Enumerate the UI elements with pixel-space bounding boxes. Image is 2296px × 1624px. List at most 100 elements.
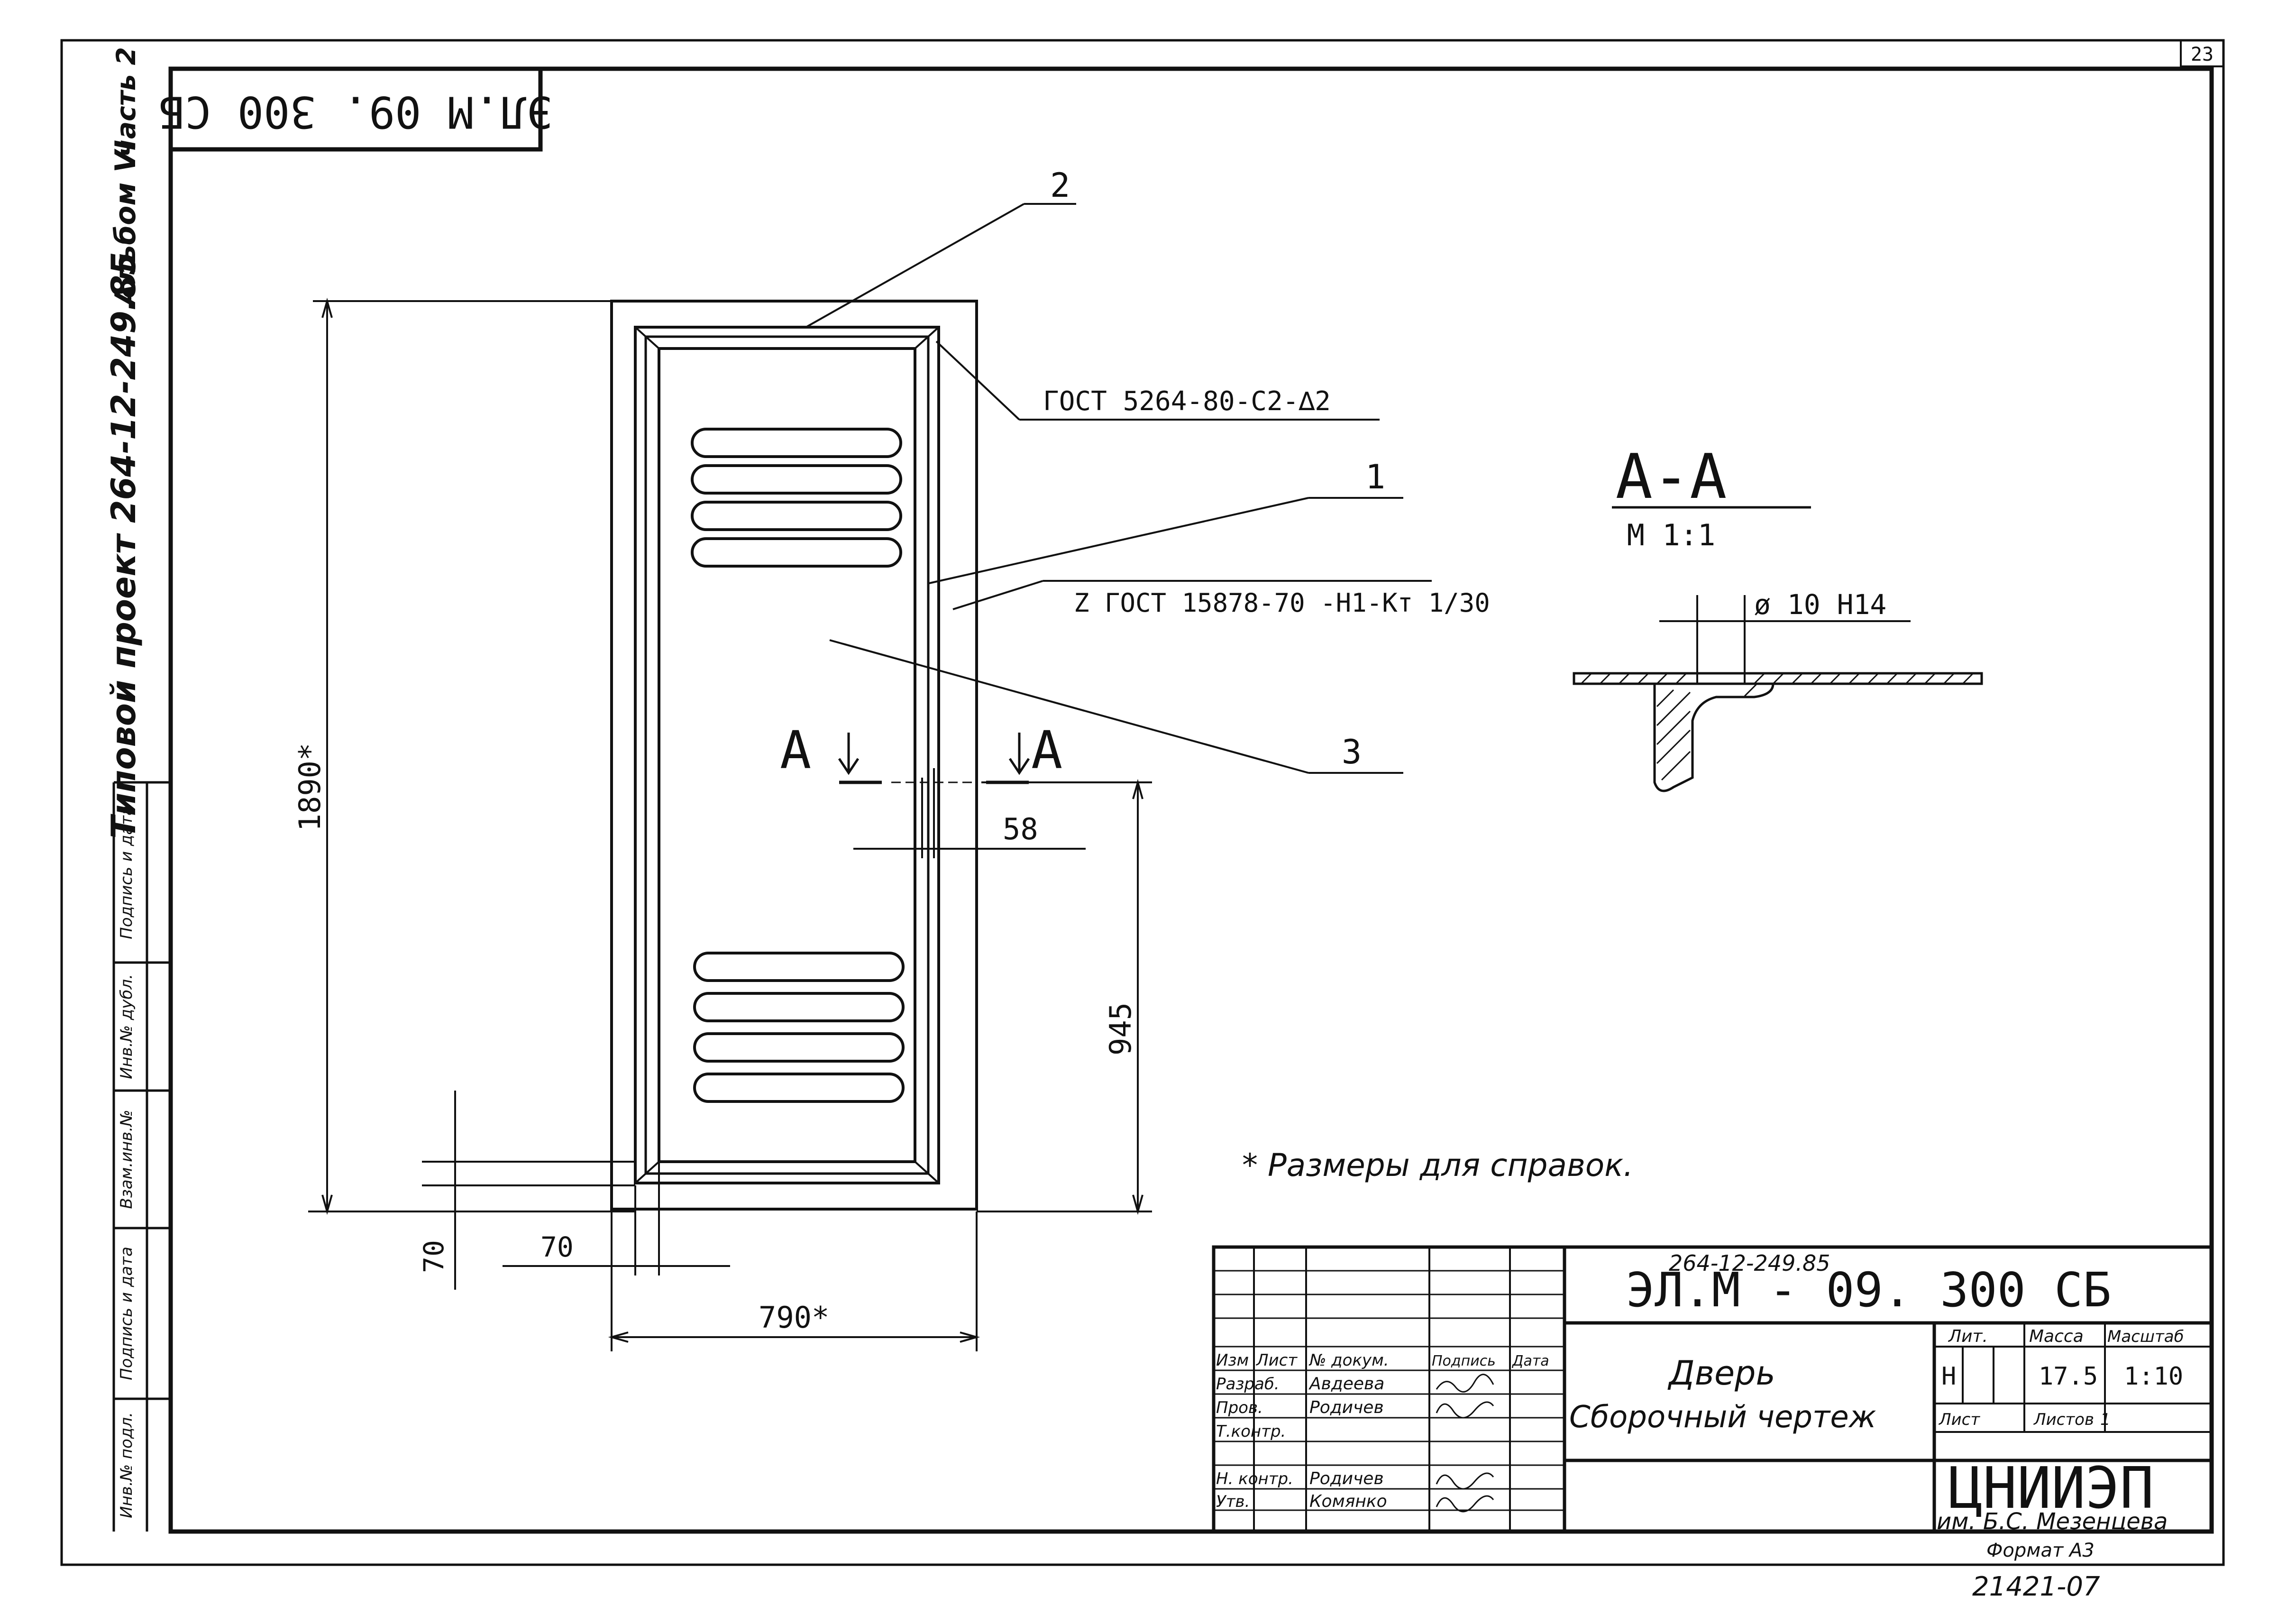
lower-louvres	[693, 952, 905, 1103]
tb-role-utv: Утв.	[1216, 1492, 1250, 1511]
dimensions: 1890* 945 58 790* 70 70	[293, 297, 1152, 1351]
louvre-slot	[691, 537, 902, 568]
tb-hdr-sheets: Листов	[2033, 1410, 2094, 1429]
dim-arrow	[1132, 779, 1143, 799]
footer-number: 21421-07	[1972, 1571, 2100, 1602]
section-arrow-head	[838, 758, 860, 775]
side-stamp-label: Подпись и дата	[117, 806, 136, 939]
weld-note-top: ГОСТ 5264-80-С2-∆2	[1043, 386, 1331, 417]
door-outline	[610, 300, 978, 1211]
louvre-slot	[691, 428, 902, 458]
tb-org: ЦНИИЭП	[1948, 1456, 2154, 1522]
dim-70-vertical: 70	[418, 1240, 450, 1273]
tb-val-scale: 1:10	[2124, 1362, 2183, 1391]
section-arrow-head	[1008, 758, 1030, 775]
dim-945: 945	[1103, 1002, 1138, 1055]
frame-corner	[914, 326, 940, 349]
side-stamp-label: Взам.инв.№	[117, 1110, 136, 1209]
louvre-slot	[693, 952, 905, 982]
louvre-slot	[693, 992, 905, 1022]
signature-utv	[1436, 1495, 1494, 1513]
tb-hdr-sheet: Лист	[1938, 1410, 1980, 1429]
leader-line	[929, 497, 1309, 584]
louvre-slot	[691, 501, 902, 531]
tb-hdr-lit: Лит.	[1948, 1327, 1988, 1346]
title-block: Изм Лист № докум. Подпись Дата Разраб. А…	[1212, 1245, 2214, 1535]
frame-corner	[634, 326, 660, 349]
callout-2: 2	[1050, 166, 1070, 205]
dim-58: 58	[1003, 812, 1038, 846]
section-plate	[1573, 672, 1983, 685]
callouts: 2 ГОСТ 5264-80-С2-∆2 1 Z ГОСТ 15878-70 -…	[805, 166, 1490, 774]
tb-title-line2: Сборочный чертеж	[1569, 1400, 1876, 1435]
dim-arrow	[321, 1194, 333, 1215]
tb-doc-code: ЭЛ.М - 09. 300 СБ	[1626, 1262, 2112, 1318]
sheet-number-box	[2180, 39, 2224, 67]
door-frame-mid	[644, 335, 930, 1175]
frame-corner	[914, 1161, 940, 1184]
side-stamp-label: Инв.№ дубл.	[117, 974, 136, 1079]
louvre-slot	[693, 1032, 905, 1063]
vertical-part-title: часть 2	[111, 47, 141, 157]
tb-name-prov: Родичев	[1309, 1398, 1384, 1417]
door-front-view	[610, 300, 978, 1211]
dim-height: 1890*	[293, 743, 327, 832]
leader-line	[935, 340, 1020, 421]
tb-col-doc: № докум.	[1308, 1351, 1389, 1370]
vertical-project-title: Типовой проект 264-12-249.85	[104, 252, 143, 838]
section-scale: М 1:1	[1627, 518, 1716, 552]
section-a-a-view: А-А М 1:1 ø 10 Н14	[1573, 440, 1983, 792]
section-mark-right: А	[1031, 720, 1062, 780]
dim-arrow	[321, 297, 333, 318]
tb-col-date: Дата	[1511, 1353, 1549, 1369]
tb-role-tkontr: Т.контр.	[1216, 1422, 1286, 1441]
signature-nkontr	[1436, 1472, 1494, 1490]
reference-note: * Размеры для справок.	[1242, 1147, 1633, 1184]
corner-code: ЭЛ.М 09. 300 СБ	[159, 87, 553, 138]
callout-1: 1	[1365, 458, 1385, 496]
leader-line	[952, 580, 1043, 610]
tb-org-sub: им. Б.С. Мезенцева	[1937, 1508, 2168, 1535]
signature-prov	[1436, 1401, 1494, 1419]
tb-role-nkontr: Н. контр.	[1216, 1469, 1293, 1488]
tb-col-list: Лист	[1255, 1351, 1298, 1370]
vertical-album-title: Альбом VI	[109, 140, 142, 308]
dim-arrow	[960, 1331, 980, 1343]
dim-arrow	[608, 1331, 629, 1343]
title-block-frame	[1212, 1245, 2214, 1533]
tb-val-sheets: 1	[2100, 1410, 2111, 1429]
section-angle-profile	[1653, 682, 1775, 792]
dim-arrow	[1132, 1194, 1143, 1215]
corner-code-box	[168, 66, 543, 152]
louvre-slot	[693, 1073, 905, 1103]
tb-col-sign: Подпись	[1432, 1353, 1496, 1369]
side-stamp-label: Подпись и дата	[117, 1247, 136, 1380]
tb-val-mass: 17.5	[2039, 1362, 2098, 1391]
tb-name-razrab: Авдеева	[1308, 1374, 1384, 1394]
section-title: А-А	[1616, 440, 1727, 513]
dim-70-horizontal: 70	[540, 1231, 574, 1263]
tb-val-lit: Н	[1941, 1362, 1956, 1391]
inner-drawing-frame	[168, 66, 2214, 1534]
outer-sheet-border	[60, 39, 2225, 1566]
tb-role-prov: Пров.	[1216, 1398, 1263, 1417]
section-diameter: ø 10 Н14	[1754, 588, 1886, 621]
tb-title-line1: Дверь	[1667, 1354, 1775, 1393]
signature-razrab	[1436, 1374, 1494, 1393]
callout-3: 3	[1342, 733, 1362, 771]
dim-width: 790*	[759, 1300, 829, 1335]
tb-role-razrab: Разраб.	[1216, 1375, 1280, 1394]
leader-line	[829, 639, 1309, 774]
door-frame-inner	[658, 347, 916, 1163]
tb-name-utv: Комянко	[1309, 1492, 1387, 1511]
footer-format: Формат А3	[1986, 1540, 2095, 1561]
section-marks: А А	[780, 720, 1062, 784]
side-stamp-label: Инв.№ подл.	[117, 1412, 136, 1518]
upper-louvres	[691, 428, 902, 568]
frame-corner	[634, 1161, 660, 1184]
section-mark-left: А	[780, 720, 811, 780]
tb-hdr-mass: Масса	[2029, 1327, 2084, 1346]
louvre-slot	[691, 464, 902, 495]
leader-line	[805, 203, 1025, 328]
